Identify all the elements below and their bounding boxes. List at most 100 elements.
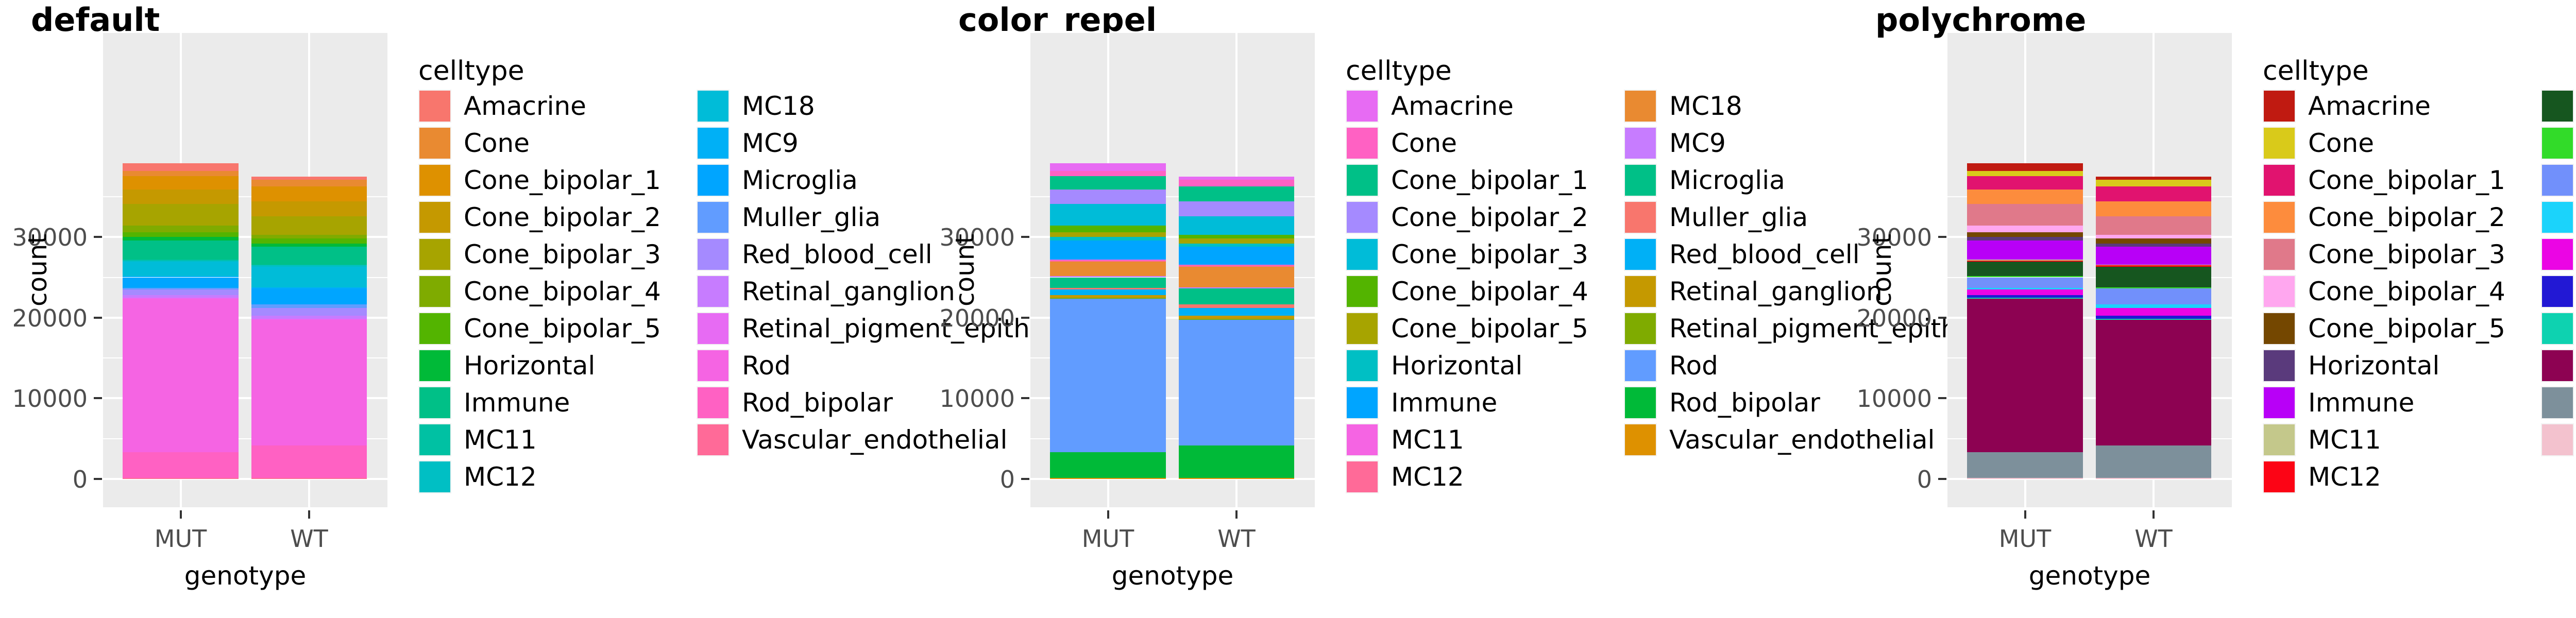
legend-item[interactable]: Rod_bipolar bbox=[697, 384, 975, 421]
bar-segment bbox=[251, 176, 367, 180]
gridline-major bbox=[1947, 478, 2232, 480]
legend-item[interactable]: Immune bbox=[418, 384, 697, 421]
bar-segment bbox=[1179, 266, 1294, 288]
legend-item[interactable]: Cone bbox=[2263, 125, 2541, 162]
legend-item[interactable]: Cone_bipolar_3 bbox=[418, 236, 697, 273]
legend-item[interactable]: Retinal_ganglion bbox=[2541, 273, 2576, 310]
legend-key bbox=[2541, 386, 2574, 419]
legend-item[interactable]: Cone_bipolar_5 bbox=[2263, 310, 2541, 347]
bar-segment bbox=[251, 445, 367, 478]
legend-swatch bbox=[2264, 461, 2295, 492]
bar-segment bbox=[1967, 163, 2083, 171]
legend-item[interactable]: Microglia bbox=[2541, 162, 2576, 199]
legend-item[interactable]: Retinal_pigment_epithelium bbox=[2541, 310, 2576, 347]
legend-item[interactable]: Rod bbox=[697, 347, 975, 384]
legend-item[interactable]: MC9 bbox=[2541, 125, 2576, 162]
legend-item[interactable]: Vascular_endothelial bbox=[1624, 421, 1935, 458]
legend-item[interactable]: MC9 bbox=[1624, 125, 1902, 162]
legend-swatch bbox=[698, 165, 728, 196]
legend-item[interactable]: Rod bbox=[1624, 347, 1902, 384]
gridline-major bbox=[1030, 236, 1315, 238]
bar-segment bbox=[123, 262, 239, 277]
legend-key bbox=[2263, 349, 2296, 382]
legend-item[interactable]: Cone_bipolar_4 bbox=[2263, 273, 2541, 310]
legend-item[interactable]: Cone_bipolar_2 bbox=[1346, 199, 1624, 236]
legend-item[interactable]: Rod bbox=[2541, 347, 2576, 384]
legend-item[interactable]: Rod_bipolar bbox=[1624, 384, 1902, 421]
bar-segment bbox=[123, 478, 239, 479]
legend-item[interactable]: MC18 bbox=[697, 88, 975, 125]
legend-item[interactable]: Muller_glia bbox=[1624, 199, 1902, 236]
legend-item[interactable]: Microglia bbox=[697, 162, 975, 199]
legend-item[interactable]: MC12 bbox=[418, 458, 697, 495]
legend-item[interactable]: Cone bbox=[418, 125, 697, 162]
legend-item[interactable]: Vascular_endothelial bbox=[697, 421, 1007, 458]
legend-item[interactable]: Cone_bipolar_3 bbox=[2263, 236, 2541, 273]
legend-item[interactable]: Microglia bbox=[1624, 162, 1902, 199]
legend-item[interactable]: Horizontal bbox=[2263, 347, 2541, 384]
y-tick-mark bbox=[1021, 397, 1029, 400]
legend-item[interactable]: MC9 bbox=[697, 125, 975, 162]
y-tick-mark bbox=[94, 316, 102, 319]
legend-key bbox=[418, 127, 451, 160]
legend-item[interactable]: Cone_bipolar_5 bbox=[1346, 310, 1624, 347]
legend-item[interactable]: Cone_bipolar_1 bbox=[2263, 162, 2541, 199]
legend-item[interactable]: Red_blood_cell bbox=[1624, 236, 1902, 273]
legend-item[interactable]: Cone_bipolar_5 bbox=[418, 310, 697, 347]
legend-item[interactable]: Horizontal bbox=[1346, 347, 1624, 384]
legend-key bbox=[1624, 90, 1657, 123]
bar-segment bbox=[251, 247, 367, 265]
bar-segment bbox=[1050, 171, 1166, 176]
legend-item[interactable]: Red_blood_cell bbox=[697, 236, 975, 273]
legend-item[interactable]: Immune bbox=[2263, 384, 2541, 421]
legend-label: Cone_bipolar_3 bbox=[464, 239, 661, 269]
gridline-minor bbox=[103, 196, 387, 197]
legend-swatch bbox=[1347, 424, 1378, 455]
legend-label: Cone_bipolar_2 bbox=[2308, 202, 2505, 232]
legend-item[interactable]: Amacrine bbox=[1346, 88, 1624, 125]
legend-label: Retinal_ganglion bbox=[742, 277, 955, 306]
legend-item[interactable]: Cone_bipolar_1 bbox=[1346, 162, 1624, 199]
bar-segment bbox=[2096, 304, 2211, 308]
legend-item[interactable]: Immune bbox=[1346, 384, 1624, 421]
legend-item[interactable]: Cone_bipolar_1 bbox=[418, 162, 697, 199]
legend-item[interactable]: Horizontal bbox=[418, 347, 697, 384]
legend-label: Muller_glia bbox=[742, 202, 881, 232]
legend-swatch bbox=[2264, 202, 2295, 233]
bar-segment bbox=[251, 308, 367, 316]
legend-swatch bbox=[1347, 239, 1378, 270]
legend-item[interactable]: Cone_bipolar_2 bbox=[2263, 199, 2541, 236]
legend-item[interactable]: Muller_glia bbox=[2541, 199, 2576, 236]
legend-item[interactable]: MC11 bbox=[1346, 421, 1624, 458]
legend-item[interactable]: Amacrine bbox=[418, 88, 697, 125]
legend-item[interactable]: MC11 bbox=[418, 421, 697, 458]
legend-label: Immune bbox=[2308, 388, 2415, 418]
legend-item[interactable]: Cone bbox=[1346, 125, 1624, 162]
legend-item[interactable]: Vascular_endothelial bbox=[2541, 421, 2576, 458]
legend-item[interactable]: MC18 bbox=[1624, 88, 1902, 125]
legend-item[interactable]: Retinal_ganglion bbox=[697, 273, 975, 310]
y-axis-title: count bbox=[1867, 233, 1897, 306]
legend-item[interactable]: Cone_bipolar_4 bbox=[418, 273, 697, 310]
legend-item[interactable]: Retinal_ganglion bbox=[1624, 273, 1902, 310]
legend-item[interactable]: MC18 bbox=[2541, 88, 2576, 125]
legend-item[interactable]: Cone_bipolar_2 bbox=[418, 199, 697, 236]
bar-segment bbox=[1050, 241, 1166, 260]
legend-item[interactable]: Amacrine bbox=[2263, 88, 2541, 125]
legend-item[interactable]: Muller_glia bbox=[697, 199, 975, 236]
y-tick-label: 0 bbox=[1917, 466, 1932, 493]
y-tick-label: 20000 bbox=[939, 304, 1015, 332]
legend-key bbox=[697, 164, 730, 197]
legend-item[interactable]: Red_blood_cell bbox=[2541, 236, 2576, 273]
bar-segment bbox=[123, 232, 239, 237]
y-tick-mark bbox=[94, 236, 102, 238]
legend-key bbox=[2263, 460, 2296, 493]
legend-item[interactable]: Cone_bipolar_4 bbox=[1346, 273, 1624, 310]
bar-segment bbox=[123, 171, 239, 176]
legend-item[interactable]: Cone_bipolar_3 bbox=[1346, 236, 1624, 273]
legend-item[interactable]: MC12 bbox=[2263, 458, 2541, 495]
legend-item[interactable]: Rod_bipolar bbox=[2541, 384, 2576, 421]
legend-item[interactable]: MC12 bbox=[1346, 458, 1624, 495]
legend-item[interactable]: MC11 bbox=[2263, 421, 2541, 458]
